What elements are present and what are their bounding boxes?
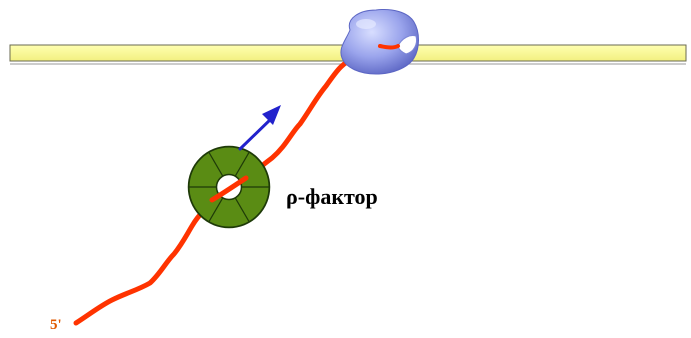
movement-arrow-icon: [240, 105, 281, 149]
five-prime-label: 5': [50, 317, 62, 334]
rho-factor-ring-icon: [190, 153, 269, 221]
rho-factor-label: ρ-фактор: [286, 184, 378, 210]
rna-polymerase-icon: [341, 10, 419, 75]
